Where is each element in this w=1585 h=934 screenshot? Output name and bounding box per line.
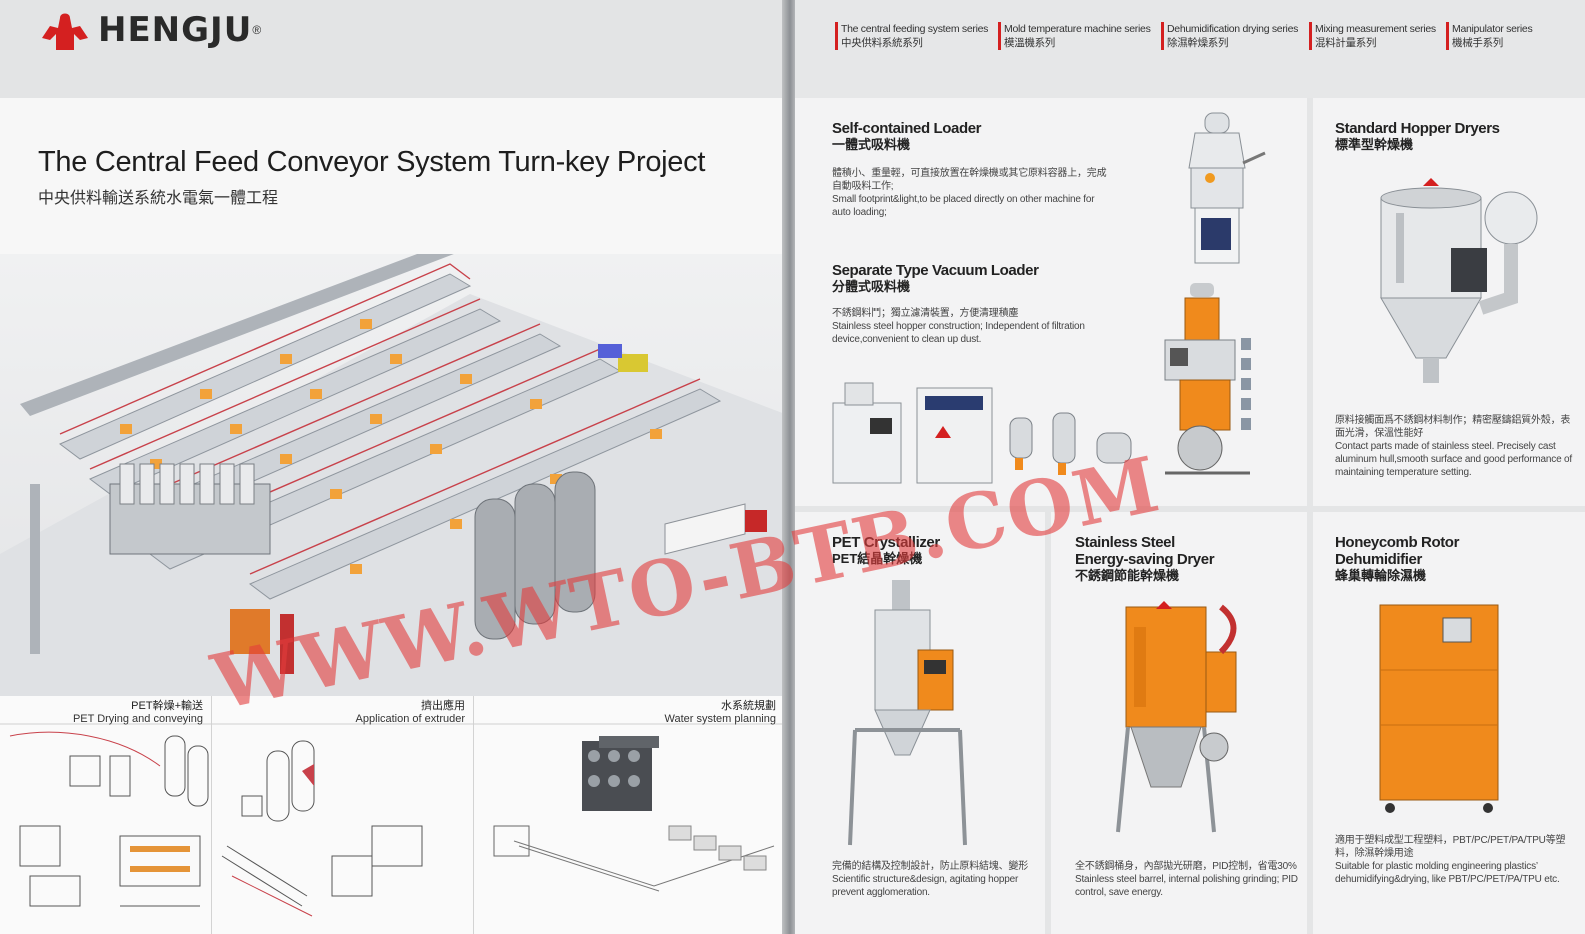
stainless-dryer-title-2: Energy-saving Dryer xyxy=(1075,551,1215,568)
vacuum-loader-image xyxy=(1164,283,1251,475)
stainless-dryer-zh-title: 不銹鋼節能幹燥機 xyxy=(1075,568,1180,583)
left-page: HENGJU ® The Central Feed Conveyor Syste… xyxy=(0,0,785,934)
pet-crystallizer-desc-en: Scientific structure&design, agitating h… xyxy=(832,874,1019,898)
left-header: HENGJU ® xyxy=(0,0,785,98)
vacuum-loader-desc-en: Stainless steel hopper construction; Ind… xyxy=(832,321,1085,345)
hopper-dryer-title: Standard Hopper Dryers xyxy=(1335,120,1500,137)
honeycomb-desc-en: Suitable for plastic molding engineering… xyxy=(1335,861,1560,885)
self-loader-image xyxy=(1188,112,1266,264)
pet-crystallizer-desc-zh: 完備的結構及控制設計，防止原料結塊、變形 xyxy=(832,861,1028,872)
page-subtitle: 中央供料輸送系統水電氣一體工程 xyxy=(38,190,279,207)
self-loader-zh-title: 一體式吸料機 xyxy=(832,137,911,152)
pet-crystallizer-zh-title: PET結晶幹燥機 xyxy=(832,551,923,566)
stainless-dryer-card: Stainless Steel Energy-saving Dryer 不銹鋼節… xyxy=(1051,512,1307,934)
vacuum-loader-title: Separate Type Vacuum Loader xyxy=(832,262,1039,279)
registered-mark: ® xyxy=(252,23,262,37)
plant-illustration xyxy=(0,254,785,696)
title-block: The Central Feed Conveyor System Turn-ke… xyxy=(0,98,785,254)
self-loader-title: Self-contained Loader xyxy=(832,120,982,137)
strongman-logo-icon xyxy=(42,13,88,50)
extruder-illustration xyxy=(212,723,474,917)
honeycomb-card: Honeycomb Rotor Dehumidifier 蜂巢轉輪除濕機 適用于… xyxy=(1313,512,1585,934)
hopper-dryer-desc-en: Contact parts made of stainless steel. P… xyxy=(1335,441,1572,478)
brand-name: HENGJU xyxy=(98,10,253,50)
pet-drying-illustration xyxy=(0,723,212,907)
honeycomb-title-2: Dehumidifier xyxy=(1335,551,1422,568)
pet-crystallizer-card: PET Crystallizer PET結晶幹燥機 完備的結構及控制設計，防止原… xyxy=(795,512,1045,934)
panel-caption: 水系統規劃 Water system planning xyxy=(664,700,776,725)
honeycomb-title-1: Honeycomb Rotor xyxy=(1335,534,1460,551)
water-system-illustration xyxy=(474,723,785,892)
honeycomb-zh-title: 蜂巢轉輪除濕機 xyxy=(1335,568,1427,583)
hopper-dryer-image xyxy=(1380,178,1538,383)
panel-caption: PET幹燥+輸送 PET Drying and conveying xyxy=(72,700,203,725)
vacuum-loader-zh-title: 分體式吸料機 xyxy=(832,279,911,294)
panel-caption: 擠出應用 Application of extruder xyxy=(355,700,465,725)
vacuum-loader-desc-zh: 不銹鋼料鬥；獨立濾清裝置，方便清理積塵 xyxy=(832,308,1019,319)
brand-logo: HENGJU ® xyxy=(36,8,261,52)
stainless-dryer-desc-zh: 全不銹鋼桶身，內部拋光研磨，PID控制，省電30% xyxy=(1075,861,1297,872)
hopper-dryer-card: Standard Hopper Dryers 標準型幹燥機 原料接觸面爲不銹鋼材… xyxy=(1313,98,1585,506)
stainless-dryer-image xyxy=(1116,601,1237,833)
page-title: The Central Feed Conveyor System Turn-ke… xyxy=(38,146,706,178)
panel-extruder: 擠出應用 Application of extruder xyxy=(212,696,474,934)
panel-water-system: 水系統規劃 Water system planning xyxy=(474,696,785,934)
stainless-dryer-desc-en: Stainless steel barrel, internal polishi… xyxy=(1075,874,1298,898)
honeycomb-dehumidifier-image xyxy=(1379,604,1499,813)
honeycomb-desc-zh: 適用于塑料成型工程塑料，PBT/PC/PET/PA/TPU等塑料，除濕幹燥用途 xyxy=(1335,835,1566,859)
book-spine xyxy=(782,0,798,934)
panel-pet-drying: PET幹燥+輸送 PET Drying and conveying xyxy=(0,696,212,934)
loader-card: Self-contained Loader 一體式吸料機 體積小、重量輕，可直接… xyxy=(795,98,1307,506)
self-loader-desc-en: Small footprint&light,to be placed direc… xyxy=(832,194,1095,218)
pet-crystallizer-image xyxy=(848,580,967,846)
pet-crystallizer-title: PET Crystallizer xyxy=(832,534,940,551)
loader-lineup-image xyxy=(832,382,1132,484)
hopper-dryer-desc-zh: 原料接觸面爲不銹鋼材料制作；精密壓鑄鋁質外殼，表面光滑，保溫性能好 xyxy=(1335,415,1571,439)
stainless-dryer-title-1: Stainless Steel xyxy=(1075,534,1175,551)
self-loader-desc-zh: 體積小、重量輕，可直接放置在幹燥機或其它原料容器上，完成自動吸料工作; xyxy=(832,168,1107,192)
hopper-dryer-zh-title: 標準型幹燥機 xyxy=(1335,137,1414,152)
